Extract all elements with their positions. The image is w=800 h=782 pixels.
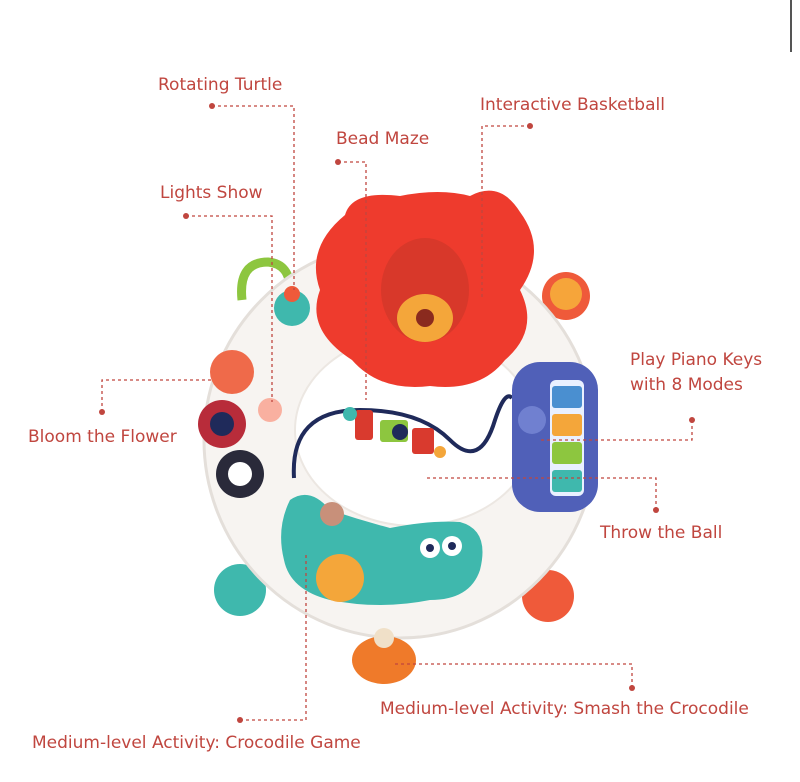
flower-toy <box>210 350 254 394</box>
label-smash-the-crocodile: Medium-level Activity: Smash the Crocodi… <box>380 699 749 719</box>
label-bloom-the-flower: Bloom the Flower <box>28 427 177 447</box>
label-play-piano-keys: Play Piano Keys with 8 Modes <box>630 350 763 395</box>
label-bead-maze: Bead Maze <box>336 129 430 149</box>
foot-ball-left <box>214 564 266 616</box>
leader-dots <box>99 103 695 723</box>
label-crocodile-game: Medium-level Activity: Crocodile Game <box>32 733 361 753</box>
basket-hole-icon <box>416 309 434 327</box>
label-lights-show: Lights Show <box>160 183 263 203</box>
label-interactive-basketball: Interactive Basketball <box>480 95 665 115</box>
window-edge <box>790 0 792 52</box>
leader-lines <box>101 105 693 721</box>
light-button <box>258 398 282 422</box>
bead-maze-wire <box>291 394 514 479</box>
turtle-toy <box>274 290 310 326</box>
crocodile-ball <box>316 554 364 602</box>
label-throw-the-ball: Throw the Ball <box>600 523 723 543</box>
hammer-toy <box>352 636 416 684</box>
label-rotating-turtle: Rotating Turtle <box>158 75 283 95</box>
